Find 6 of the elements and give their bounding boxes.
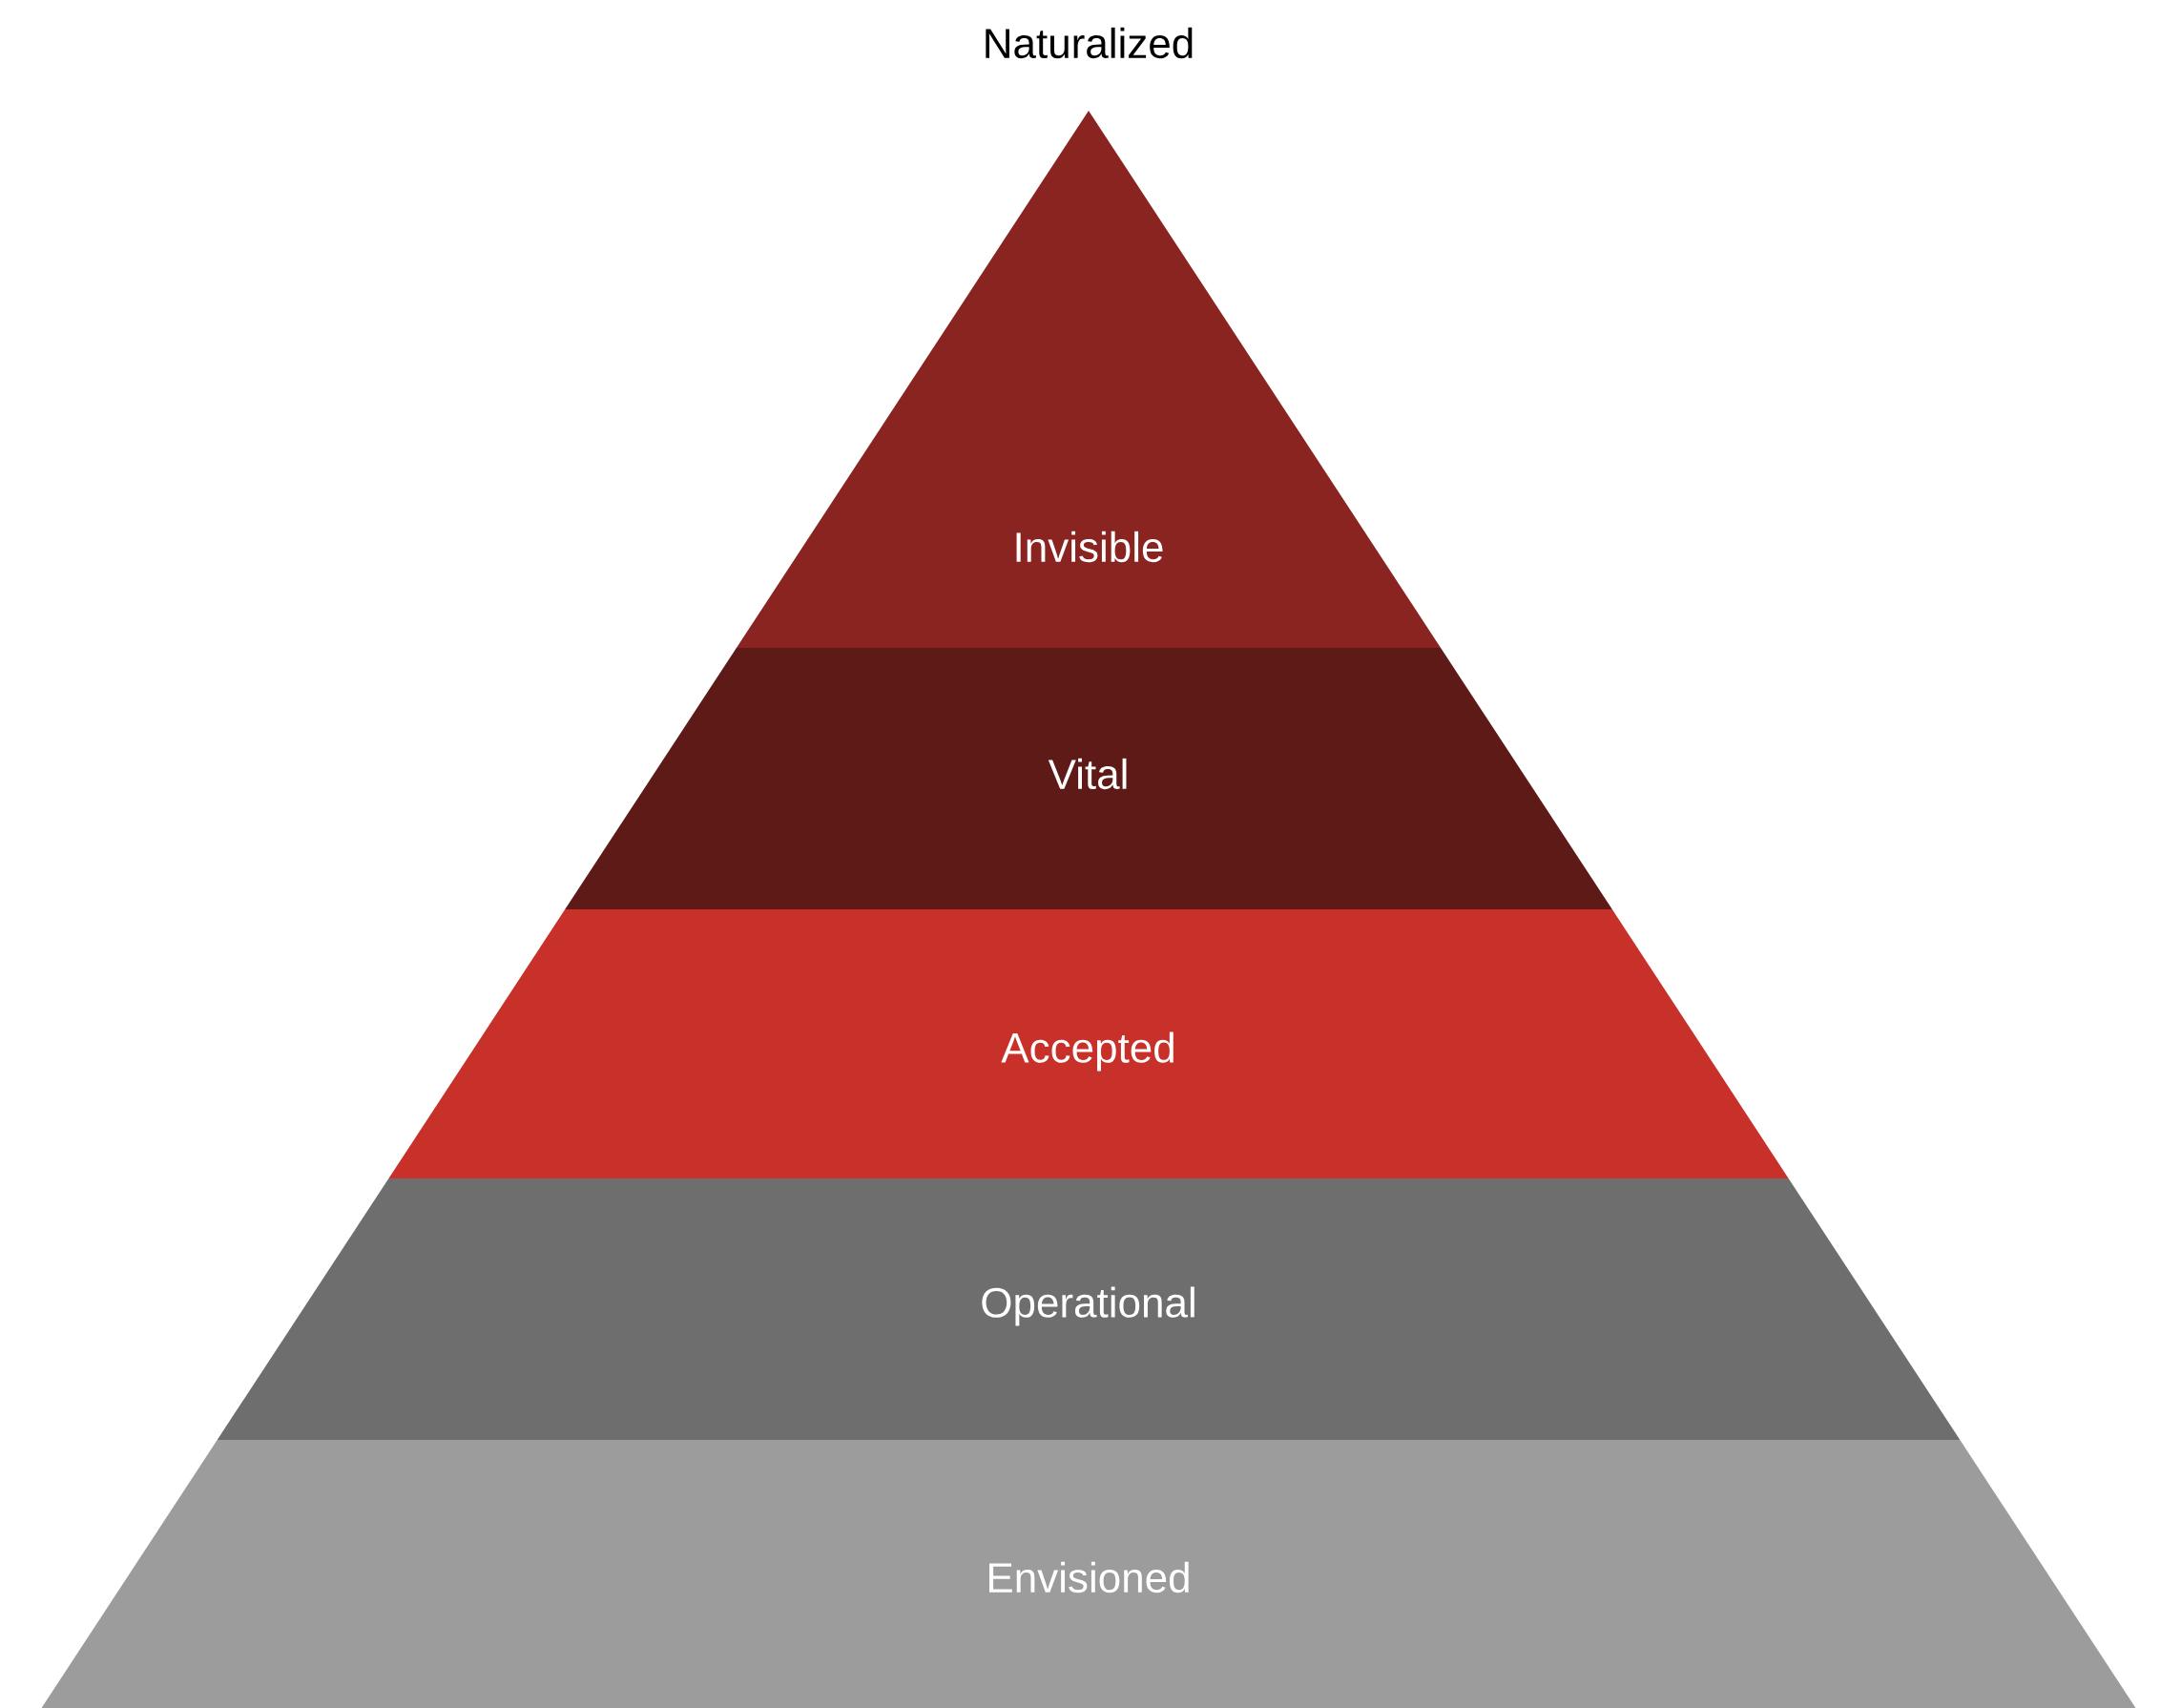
pyramid-level: Vital [565,648,1612,909]
apex-label: Naturalized [986,27,1193,59]
pyramid-level: Envisioned [41,1440,2136,1708]
pyramid-level: Accepted [388,909,1789,1178]
pyramid-level: Operational [217,1178,1961,1440]
pyramid-level: Invisible [736,111,1442,648]
